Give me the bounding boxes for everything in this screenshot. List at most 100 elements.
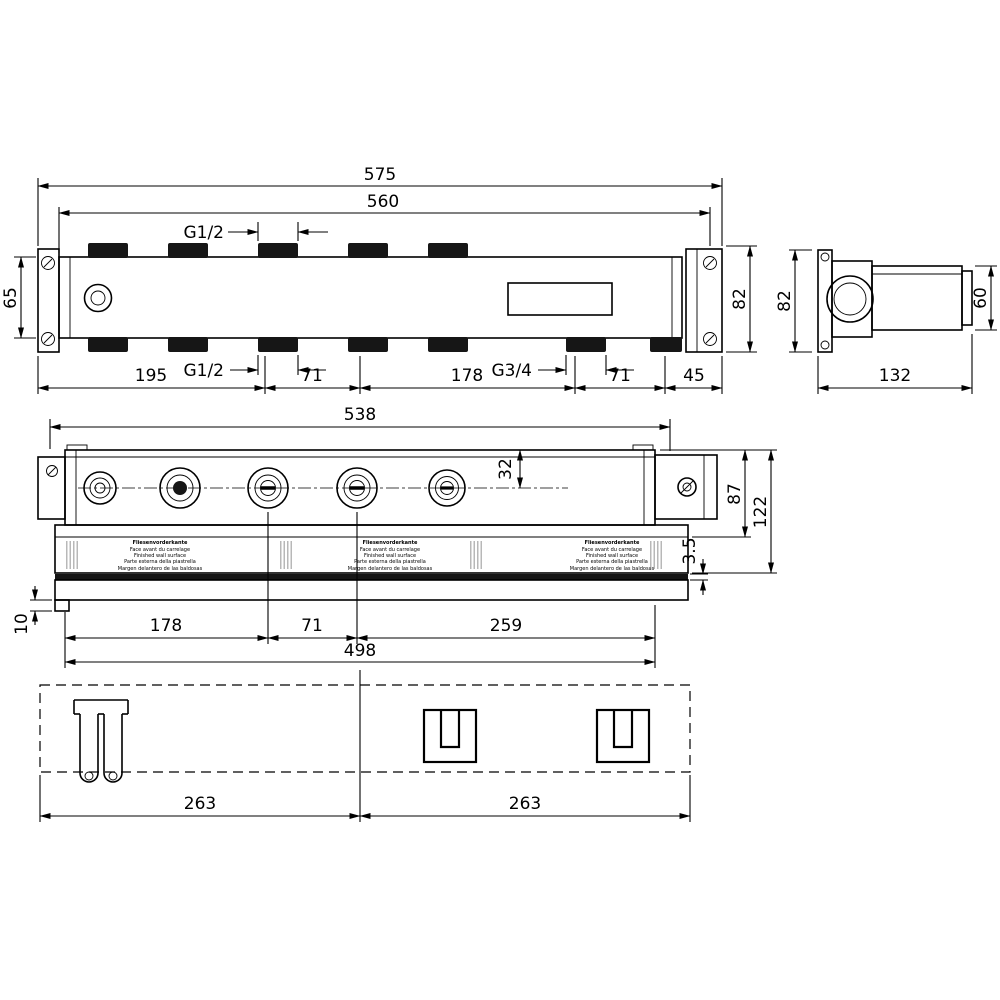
wall-label-it: Parte esterna della piastrella (354, 559, 426, 565)
screw-hole-icon (820, 340, 830, 350)
bracket-plate (685, 248, 723, 353)
end-cap (961, 270, 973, 326)
dim-bottom-chain: 195 71 178 71 45 (37, 356, 723, 394)
port-2 (159, 467, 201, 509)
bracket-flange (817, 249, 833, 353)
dim-label-575: 575 (364, 165, 396, 185)
bracket-section (817, 249, 874, 353)
fine-print-column (66, 541, 662, 569)
dim-label-71a: 71 (301, 366, 323, 386)
dim-side-82: 82 (775, 249, 812, 353)
port-circle-inner (90, 290, 106, 306)
side-view: 82 60 132 (775, 249, 997, 394)
bracket-plate (37, 248, 60, 353)
mounting-bracket-left (37, 248, 60, 353)
dim-thread-top: G1/2 (183, 222, 328, 243)
seal-band (55, 574, 688, 580)
dim-label-65: 65 (1, 287, 21, 309)
template-outline (39, 684, 691, 773)
wall-label-en: Finished wall surface (364, 553, 416, 559)
dim-side-60: 60 (971, 265, 997, 331)
dim-inner-width: 560 (58, 192, 711, 253)
port-5 (428, 469, 466, 507)
wall-label-fr: Face avant du carrelage (360, 547, 420, 553)
dim-122: 122 (692, 449, 777, 574)
dim-label-side-82: 82 (775, 290, 795, 312)
screw-hole-icon (677, 477, 697, 497)
mounting-bracket-left (37, 456, 66, 520)
label-strip-plate (54, 524, 689, 574)
dim-label-87: 87 (725, 483, 745, 505)
dim-label-178b: 178 (150, 616, 182, 636)
dim-32: 32 (496, 449, 523, 489)
dim-section-chain: 178 71 259 498 (64, 512, 656, 668)
dim-side-132: 132 (817, 334, 973, 394)
dim-label-60: 60 (971, 287, 991, 309)
wall-label-es: Margen delantero de las baldosas (570, 566, 655, 572)
mounting-bracket-right (685, 248, 723, 353)
connection-blocks-bottom (88, 337, 682, 352)
dim-label-498: 498 (344, 641, 376, 661)
dim-label-71b: 71 (609, 366, 631, 386)
dim-label-259: 259 (490, 616, 522, 636)
housing-section (871, 265, 973, 331)
section-body (64, 444, 656, 526)
wall-label-fr: Face avant du carrelage (582, 547, 642, 553)
plate-foot (54, 599, 70, 612)
dim-label-560: 560 (367, 192, 399, 212)
port-4 (336, 467, 378, 509)
valve-bore (826, 275, 874, 323)
dim-3-5: 3.5 (680, 537, 708, 595)
screw-hole-icon (703, 332, 717, 346)
wall-surface-label-block-3: Fliesenvorderkante Face avant du carrela… (570, 540, 655, 572)
dim-87: 87 (660, 449, 777, 538)
wall-label-de: Fliesenvorderkante (363, 540, 418, 546)
dim-label-45: 45 (683, 366, 705, 386)
thread-label-top: G1/2 (183, 223, 224, 243)
dim-10: 10 (12, 586, 52, 635)
dim-height-right: 82 (726, 245, 757, 353)
wall-surface-label-block-1: Fliesenvorderkante Face avant du carrela… (118, 540, 203, 572)
port-3 (247, 467, 289, 509)
wall-plate (54, 524, 689, 612)
dim-height-left: 65 (1, 256, 36, 339)
wall-label-it: Parte esterna della piastrella (124, 559, 196, 565)
hook-curl (108, 771, 118, 781)
wall-surface-label-block-2: Fliesenvorderkante Face avant du carrela… (348, 540, 433, 572)
dim-label-122: 122 (751, 496, 771, 528)
label-window (507, 282, 613, 316)
port-1 (83, 471, 117, 505)
wall-label-fr: Face avant du carrelage (130, 547, 190, 553)
dim-label-178: 178 (451, 366, 483, 386)
wall-label-de: Fliesenvorderkante (133, 540, 188, 546)
wall-label-es: Margen delantero de las baldosas (348, 566, 433, 572)
screw-hole-icon (703, 256, 717, 270)
dim-label-82: 82 (730, 288, 750, 310)
valve-housing (58, 256, 683, 339)
port-circle (83, 283, 113, 313)
fixing-template-2 (595, 708, 651, 764)
housing-depth-body (871, 265, 963, 331)
wall-label-it: Parte esterna della piastrella (576, 559, 648, 565)
lower-plate (54, 579, 689, 601)
dim-thread-bottom-right: G3/4 (491, 355, 634, 381)
dim-label-3-5: 3.5 (680, 537, 700, 564)
wall-label-es: Margen delantero de las baldosas (118, 566, 203, 572)
dim-label-263-left: 263 (184, 794, 216, 814)
section-view: Fliesenvorderkante Face avant du carrela… (12, 405, 777, 668)
holder-template (73, 699, 129, 783)
front-view: 575 560 G1/2 65 82 G1/2 (1, 165, 757, 394)
thread-label-bottom-right: G3/4 (491, 361, 532, 381)
wall-label-en: Finished wall surface (134, 553, 186, 559)
dim-538: 538 (49, 405, 671, 451)
dim-label-10: 10 (12, 613, 32, 635)
dim-template-chain: 263 263 (39, 670, 691, 822)
dim-label-71c: 71 (301, 616, 323, 636)
screw-hole-icon (41, 332, 55, 346)
dim-label-132: 132 (879, 366, 911, 386)
wall-label-en: Finished wall surface (586, 553, 638, 559)
dim-overall-width: 575 (37, 165, 723, 246)
screw-hole-icon (46, 465, 58, 477)
wall-label-de: Fliesenvorderkante (585, 540, 640, 546)
